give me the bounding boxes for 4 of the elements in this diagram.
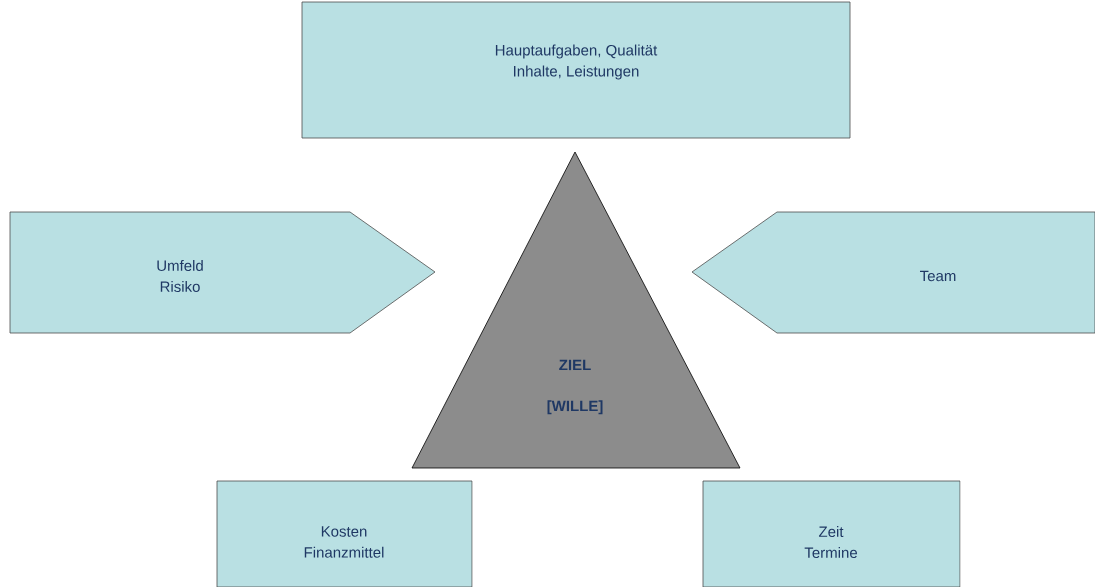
- text-box: Kosten Finanzmittel: [216, 480, 473, 587]
- triangle: ZIEL [WILLE]: [411, 151, 741, 469]
- text-box: Hauptaufgaben, Qualität Inhalte, Leistungen: [301, 1, 851, 139]
- text-box: Zeit Termine: [702, 480, 961, 587]
